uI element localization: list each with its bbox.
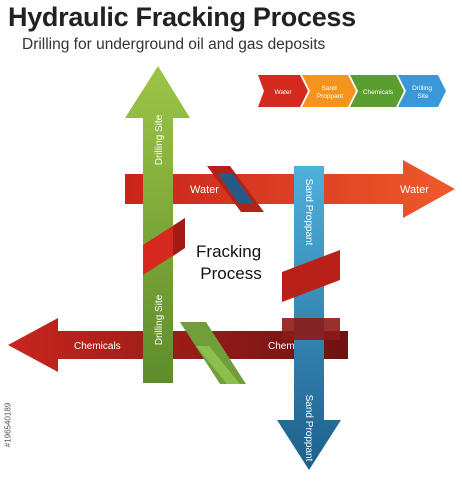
legend-chevron-chemicals — [350, 75, 404, 107]
legend-chevron-drilling-site — [398, 75, 446, 107]
drilling-site-arrow — [125, 66, 190, 383]
process-legend: Water Sand Proppant Chemicals Drilling S… — [258, 75, 446, 107]
legend-step-chemicals: Chemicals — [350, 75, 404, 107]
legend-label-sand-proppant: Sand Proppant — [317, 85, 344, 100]
water-label-right: Water — [400, 184, 429, 196]
water-ribbon-overlap — [218, 174, 254, 204]
chemicals-label-right: Chemicals — [268, 341, 315, 352]
water-arrow — [125, 160, 455, 218]
sand-proppant-ribbon-twist — [282, 250, 340, 302]
sand-proppant-ribbon-bottom — [282, 318, 340, 340]
legend-label-chemicals: Chemicals — [363, 89, 394, 96]
sand-proppant-label-top: Sand Proppant — [303, 179, 314, 246]
chemicals-label-left: Chemicals — [74, 341, 121, 352]
legend-chevron-water — [258, 75, 308, 107]
water-label-left: Water — [190, 184, 219, 196]
legend-step-sand-proppant: Sand Proppant — [302, 75, 356, 107]
center-label: Fracking Process — [196, 242, 266, 283]
sand-proppant-label-bottom: Sand Proppant — [303, 395, 314, 462]
drilling-site-label-top: Drilling Site — [154, 114, 165, 165]
legend-chevron-sand-proppant — [302, 75, 356, 107]
legend-label-drilling-site: Drilling Site — [412, 85, 434, 100]
chemicals-arrow — [8, 318, 348, 372]
drilling-site-ribbon-shade — [173, 218, 185, 256]
green-ribbon-light — [196, 346, 240, 384]
page-title: Hydraulic Fracking Process — [8, 2, 356, 32]
legend-step-drilling-site: Drilling Site — [398, 75, 446, 107]
legend-step-water: Water — [258, 75, 308, 107]
page-subtitle: Drilling for underground oil and gas dep… — [22, 36, 326, 53]
drilling-site-label-bottom: Drilling Site — [154, 294, 165, 345]
legend-label-water: Water — [274, 89, 292, 96]
